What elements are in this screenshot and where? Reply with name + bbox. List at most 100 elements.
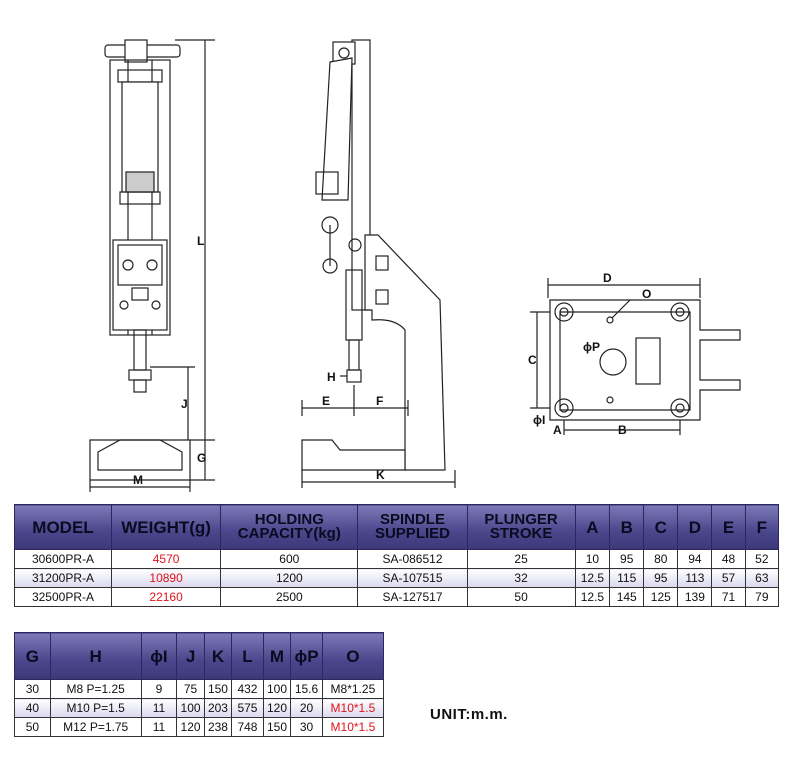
table-cell: 57 [711,568,746,588]
header-cell: ϕI [140,632,178,680]
table-cell: SA-107515 [357,568,468,588]
dim-B: B [618,423,627,437]
header-cell: MODEL [14,504,112,550]
table-cell: 95 [643,568,679,588]
dim-F: F [376,394,383,408]
table-cell: 10 [574,549,611,569]
table-cell: SA-127517 [357,587,468,607]
front-view [89,39,215,492]
table-cell: 120 [176,717,205,737]
dim-E: E [322,394,330,408]
header-text: SPINDLE [379,511,445,528]
table-cell: 50 [14,717,51,737]
plan-view [530,278,741,435]
header-cell: K [203,632,233,680]
table-cell: 238 [203,717,233,737]
table-cell: 748 [231,717,264,737]
table-cell: M8 P=1.25 [49,679,142,699]
table-cell: 100 [262,679,292,699]
header-text: A [586,517,599,537]
table-cell: 31200PR-A [14,568,112,588]
header-text: CAPACITY(kg) [237,525,341,542]
header-cell: ϕP [290,632,323,680]
table-cell: 150 [203,679,233,699]
table-cell: 139 [677,587,713,607]
table-cell: 11 [140,698,178,718]
table-cell: 2500 [220,587,359,607]
table-cell: 113 [677,568,713,588]
header-cell: E [711,504,746,550]
table-cell: 30 [290,717,323,737]
header-cell: L [231,632,264,680]
table-cell: 22160 [110,587,222,607]
header-text: WEIGHT(g) [121,517,211,537]
header-cell: G [14,632,51,680]
dim-P: ϕP [583,340,600,354]
table-cell: 79 [744,587,780,607]
table-cell: M10*1.5 [321,698,385,718]
header-text: D [688,517,702,537]
header-text: E [722,517,735,537]
header-cell: J [176,632,205,680]
table-cell: 11 [140,717,178,737]
dim-I: ϕI [533,413,545,427]
header-cell: M [262,632,292,680]
header-cell: B [609,504,645,550]
table-cell: 25 [466,549,576,569]
dim-D: D [603,271,612,285]
table-cell: 120 [262,698,292,718]
header-text: B [620,517,633,537]
header-cell: C [643,504,679,550]
table-cell: M10*1.5 [321,717,385,737]
dim-L: L [197,234,204,248]
header-cell: H [49,632,142,680]
header-text: PLUNGER [484,511,558,528]
table-cell: 1200 [220,568,359,588]
header-text: HOLDING [254,511,324,528]
header-cell: O [321,632,385,680]
table-cell: 50 [466,587,576,607]
header-text: STROKE [489,525,553,542]
dim-J: J [181,397,188,411]
table-cell: 203 [203,698,233,718]
header-cell: A [574,504,611,550]
dim-C: C [528,353,537,367]
dim-O: O [642,287,651,301]
table-cell: 145 [609,587,645,607]
table-cell: 12.5 [574,568,611,588]
table-cell: 100 [176,698,205,718]
table-cell: 9 [140,679,178,699]
technical-drawing: L J G M H E F K D O C ϕP ϕI A B [89,39,741,492]
header-text: F [756,517,768,537]
table-cell: 63 [744,568,780,588]
dim-A: A [553,423,562,437]
header-cell: F [744,504,780,550]
dim-H: H [327,370,336,384]
table-cell: SA-086512 [357,549,468,569]
table-cell: 15.6 [290,679,323,699]
dim-G: G [197,451,206,465]
table-cell: 48 [711,549,746,569]
table-cell: 32 [466,568,576,588]
table-cell: 10890 [110,568,222,588]
table-cell: M10 P=1.5 [49,698,142,718]
table-cell: 52 [744,549,780,569]
table-cell: 94 [677,549,713,569]
dim-K: K [376,468,385,482]
header-text: MODEL [32,517,94,537]
table-cell: 75 [176,679,205,699]
header-cell: WEIGHT(g) [110,504,222,550]
table-cell: 32500PR-A [14,587,112,607]
table-cell: 600 [220,549,359,569]
table-cell: 432 [231,679,264,699]
